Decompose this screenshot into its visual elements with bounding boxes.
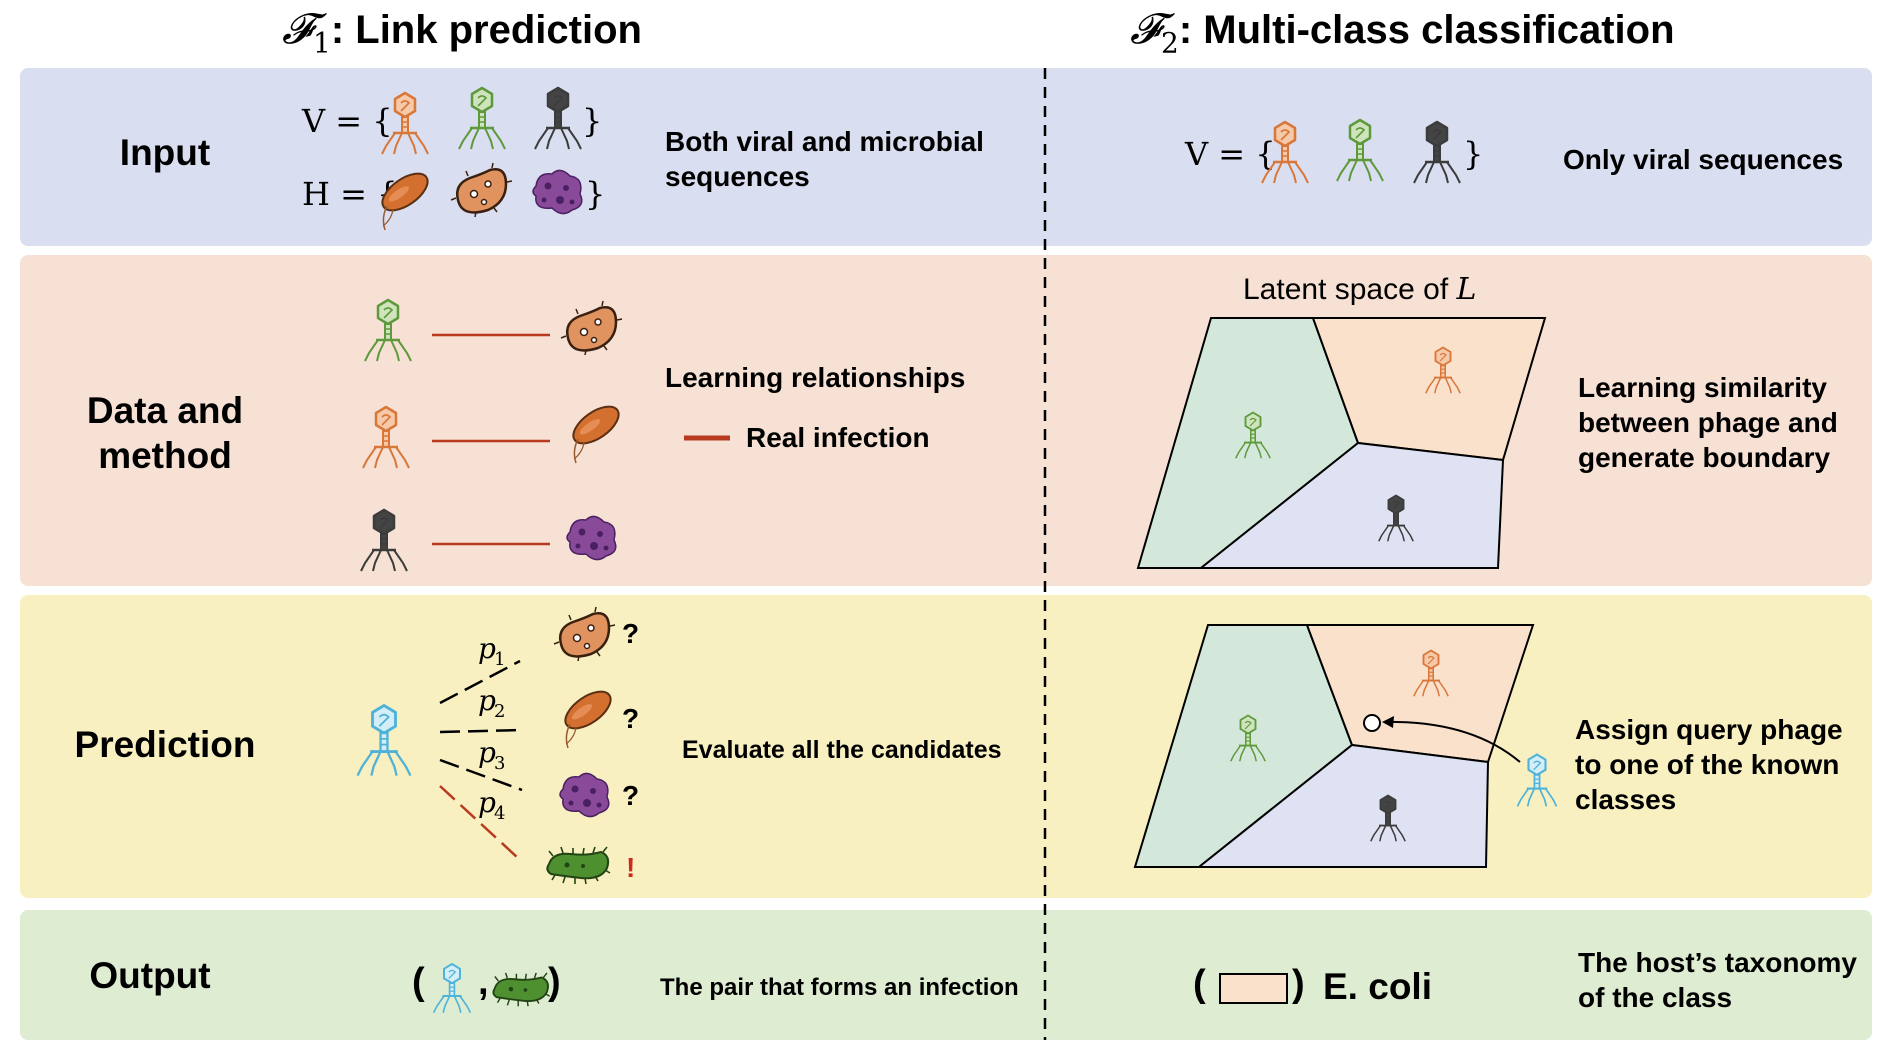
assignment-arrow	[1383, 720, 1521, 763]
question-mark-3: ?	[622, 780, 640, 811]
phage-orange-icon	[380, 91, 430, 156]
question-mark-1: ?	[622, 618, 640, 649]
query-point	[1363, 714, 1381, 732]
left-output-comma: ,	[478, 961, 489, 1003]
left-input-description: Both viral and microbial sequences	[665, 126, 984, 192]
probability-label-3-main: p	[478, 736, 496, 769]
left-output-description: The pair that forms an infection	[660, 974, 1019, 1001]
right-header-symbol: 𝓕	[1130, 4, 1161, 53]
phage-blue-icon	[432, 962, 472, 1014]
probability-label-3: p 3	[478, 736, 505, 774]
probability-label-1: p 1	[478, 632, 505, 670]
bacterium-green-icon	[546, 846, 611, 885]
right-header: 𝓕2: Multi-class classification	[1130, 4, 1675, 59]
left-header-subscript: 1	[313, 26, 331, 60]
right-output-description: The host’s taxonomy of the class	[1578, 947, 1858, 1013]
bacterium-round-icon	[552, 605, 617, 663]
left-header-title: : Link prediction	[330, 8, 642, 52]
phage-blue-query-icon	[356, 704, 412, 778]
input-band	[20, 68, 1872, 246]
bacterium-purple-icon	[532, 169, 583, 215]
prediction-band	[20, 595, 1872, 898]
bacterium-rod-icon	[566, 398, 626, 464]
left-input-h-close: }	[585, 175, 606, 213]
bacterium-round-icon	[449, 161, 514, 219]
left-header-symbol: 𝓕	[282, 4, 313, 53]
left-output-close-paren: )	[548, 961, 561, 1003]
assignment-arrowhead	[1382, 716, 1394, 728]
latent-space-title-text: Latent space of	[1243, 273, 1457, 306]
bacterium-purple-icon	[559, 772, 610, 818]
left-input-v-set: V = {	[302, 102, 393, 140]
legend-label-real-infection: Real infection	[746, 422, 930, 453]
row-label-data-method: Data and method	[86, 390, 244, 476]
phage-blue-query-icon	[1516, 753, 1558, 808]
right-input-v-set: V = {	[1185, 135, 1276, 173]
bacterium-rod-icon	[558, 683, 618, 749]
candidate-link-4	[439, 785, 519, 859]
probability-label-4-main: p	[478, 786, 496, 819]
phage-dark-icon	[533, 86, 583, 151]
probability-label-4-sub: 4	[494, 803, 505, 824]
left-header: 𝓕1: Link prediction	[282, 4, 642, 59]
left-output-open-paren: (	[412, 961, 425, 1003]
phage-dark-icon	[1412, 120, 1462, 185]
phage-green-icon	[1335, 118, 1385, 183]
row-label-output: Output	[89, 955, 211, 996]
exclamation-mark: !	[626, 852, 636, 883]
latent-region-lavender	[1198, 441, 1505, 569]
phage-orange-icon	[1260, 120, 1310, 185]
right-header-subscript: 2	[1161, 26, 1179, 60]
probability-label-2-sub: 2	[494, 701, 505, 722]
phage-green-icon	[363, 298, 413, 363]
right-input-v-close: }	[1463, 135, 1484, 173]
candidate-link-3	[439, 758, 523, 792]
candidate-link-2	[439, 728, 523, 734]
right-method-description: Learning similarity between phage and ge…	[1578, 372, 1838, 473]
row-label-prediction: Prediction	[74, 724, 256, 765]
left-input-h-set: H = {	[302, 175, 398, 213]
output-band	[20, 910, 1872, 1040]
right-output-open-paren: (	[1193, 963, 1206, 1005]
phage-dark-icon	[359, 508, 409, 573]
latent-region-lavender	[1196, 743, 1490, 868]
phage-green-icon	[457, 86, 507, 151]
method-band	[20, 255, 1872, 586]
bacterium-purple-icon	[566, 515, 617, 561]
candidate-link-1	[439, 659, 521, 705]
right-prediction-description: Assign query phage to one of the known c…	[1575, 714, 1843, 815]
right-input-description: Only viral sequences	[1563, 144, 1844, 175]
left-input-v-close: }	[582, 102, 603, 140]
bacterium-rod-icon	[375, 165, 435, 231]
phage-orange-icon	[361, 405, 411, 470]
row-label-input: Input	[119, 132, 211, 173]
left-prediction-description: Evaluate all the candidates	[682, 736, 1002, 764]
probability-label-2: p 2	[478, 684, 505, 722]
latent-space-symbol: L	[1456, 272, 1477, 307]
bacterium-green-icon	[492, 972, 551, 1008]
right-output-close-paren: )	[1292, 963, 1305, 1005]
right-header-title: : Multi-class classification	[1178, 8, 1675, 52]
class-region-swatch	[1219, 973, 1288, 1004]
question-mark-2: ?	[622, 703, 640, 734]
latent-space-title: Latent space of L	[1243, 272, 1476, 307]
probability-label-4: p 4	[478, 786, 505, 824]
bacterium-round-icon	[559, 299, 624, 357]
right-output-label: E. coli	[1323, 966, 1432, 1007]
probability-label-1-sub: 1	[494, 649, 505, 670]
left-method-description: Learning relationships	[665, 362, 966, 393]
probability-label-2-main: p	[478, 684, 496, 717]
probability-label-1-main: p	[478, 632, 496, 665]
probability-label-3-sub: 3	[494, 753, 505, 774]
